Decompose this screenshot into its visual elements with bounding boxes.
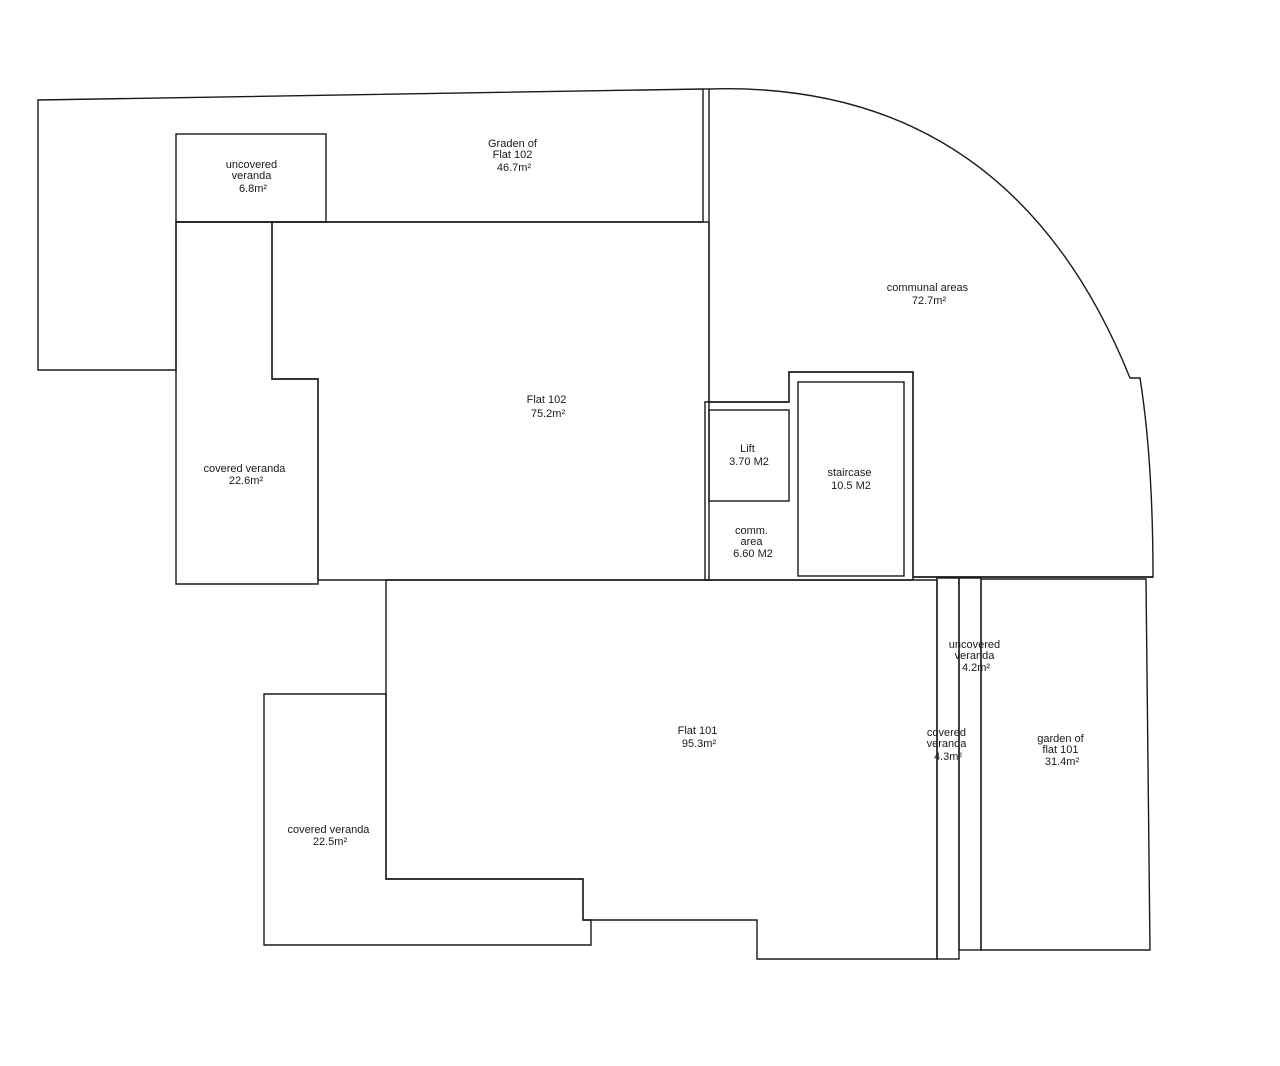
covered-veranda-strip-outline (936, 577, 960, 960)
covered-veranda-bottom-outline (263, 693, 592, 946)
covered-veranda-left-outline (175, 221, 319, 585)
flat-102-outline (271, 221, 710, 581)
label-garden-102: Graden of Flat 102 46.7m² (488, 138, 540, 174)
label-covered-veranda-bottom: covered veranda 22.5m² (287, 824, 372, 848)
label-staircase: staircase 10.5 M2 (827, 467, 874, 492)
label-covered-veranda-strip: covered veranda 4.3m² (927, 727, 970, 763)
lift-outline (708, 409, 790, 502)
label-uncovered-veranda-top: uncovered veranda 6.8m² (226, 159, 280, 195)
communal-areas-outline (708, 88, 1154, 578)
uncovered-veranda-right-outline (958, 577, 982, 951)
label-garden-101: garden of flat 101 31.4m² (1037, 733, 1087, 768)
label-covered-veranda-left: covered veranda 22.6m² (203, 463, 288, 487)
label-uncovered-veranda-right: uncovered veranda 4.2m² (949, 639, 1003, 674)
flat-101-outline (385, 579, 938, 960)
garden-102-outline (37, 88, 704, 371)
walls (37, 88, 1154, 960)
label-lift: Lift 3.70 M2 (729, 443, 769, 468)
label-flat-102: Flat 102 75.2m² (527, 394, 570, 420)
label-comm-area: comm. area 6.60 M2 (733, 525, 773, 560)
staircase-outline (797, 381, 905, 577)
labels: Graden of Flat 102 46.7m² uncovered vera… (203, 138, 1087, 848)
label-communal-areas: communal areas 72.7m² (887, 282, 971, 307)
garden-101-outline (980, 578, 1151, 951)
label-flat-101: Flat 101 95.3m² (678, 725, 721, 750)
